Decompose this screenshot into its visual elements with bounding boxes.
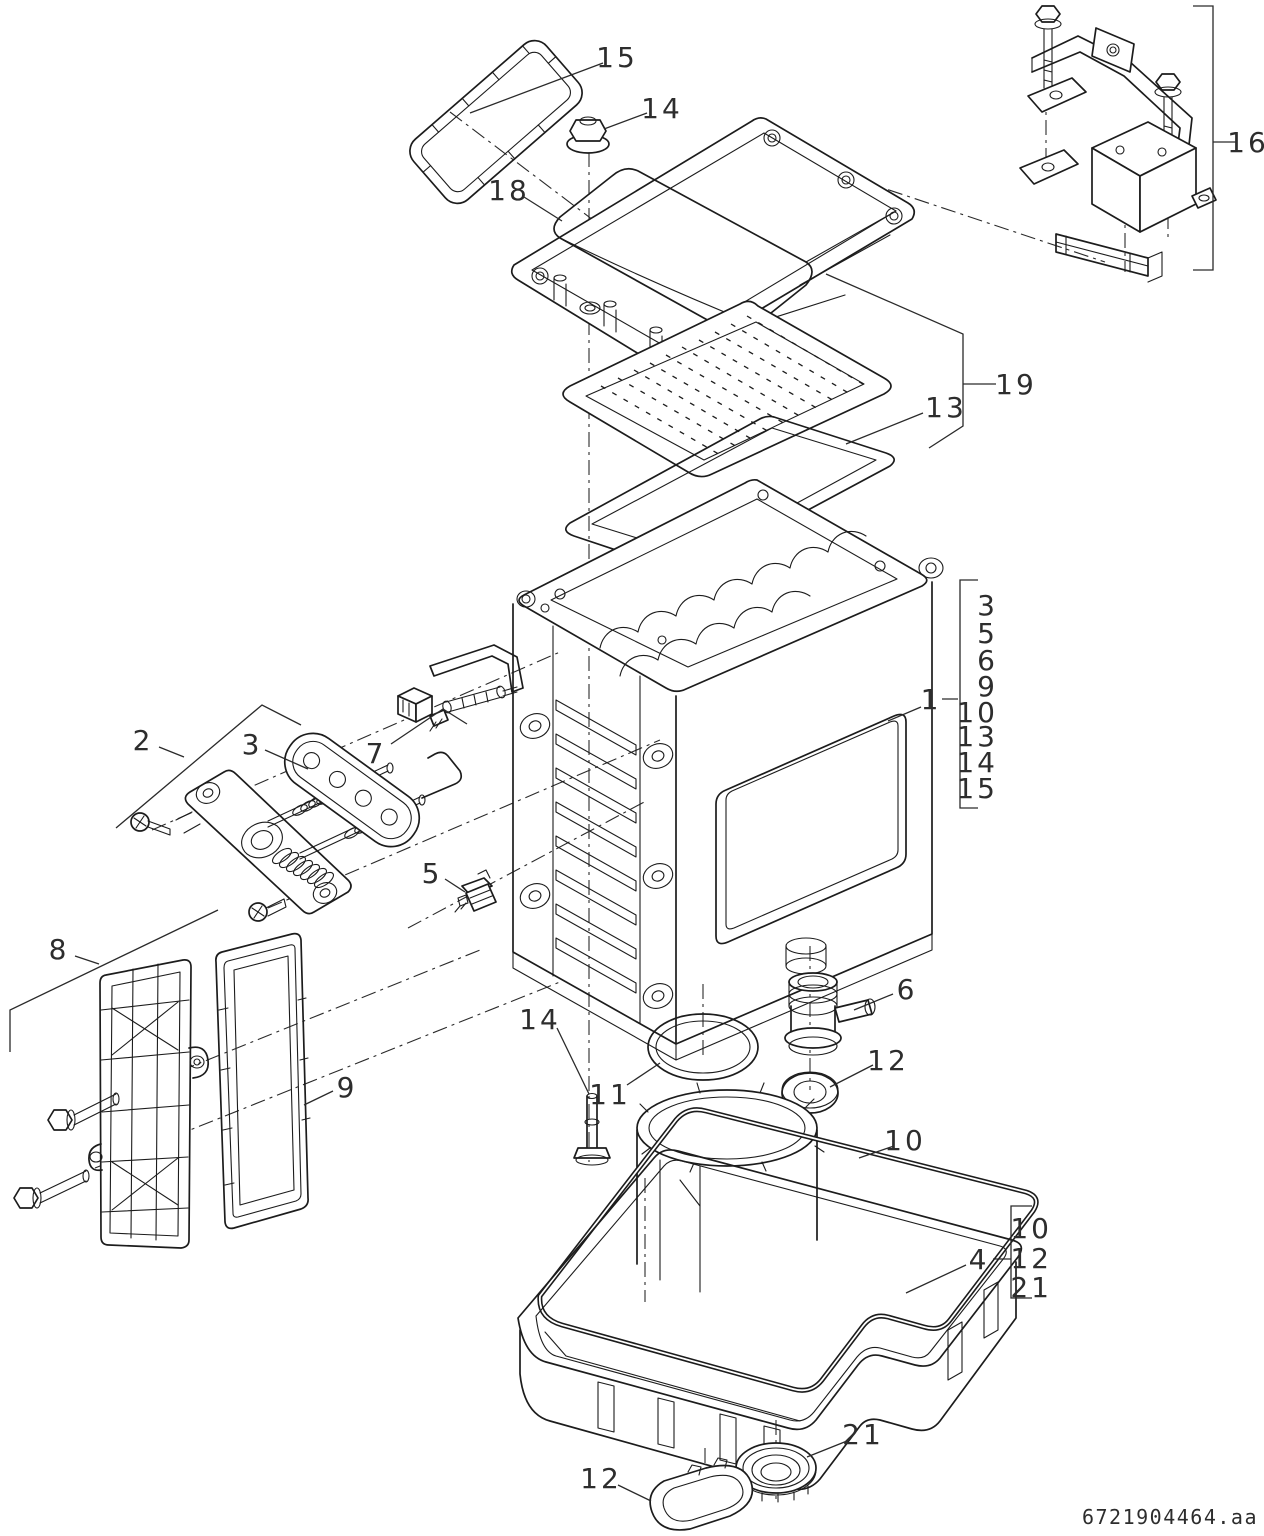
- part-6-pipe-fitting: [784, 972, 876, 1056]
- callout-10: 10: [884, 1124, 926, 1157]
- callout-12-mid: 12: [867, 1044, 909, 1077]
- callout-19: 19: [995, 368, 1037, 401]
- group1-item: 9: [977, 670, 998, 703]
- callout-2: 2: [133, 724, 154, 757]
- callout-4: 4: [969, 1243, 990, 1276]
- part-8-inspection-door: [13, 959, 210, 1249]
- part-14-stud: [573, 1092, 611, 1166]
- callout-6: 6: [897, 973, 918, 1006]
- document-id: 6721904464.aa: [1082, 1505, 1258, 1529]
- part-1-heat-cell-body: [512, 478, 944, 1061]
- group1-item: 10: [956, 696, 998, 729]
- callout-14-top: 14: [641, 92, 683, 125]
- callout-9: 9: [337, 1071, 358, 1104]
- group4-item: 21: [1010, 1271, 1052, 1304]
- callout-18: 18: [488, 174, 530, 207]
- part-4-condensate-tower: [636, 1082, 825, 1293]
- part-16-bracket-set: [1019, 5, 1217, 283]
- leader-lines: [9, 5, 1236, 1502]
- callout-labels: 15 14 18 16 19 13 1 3 5 6 9 10 13 14 15 …: [49, 41, 1264, 1495]
- part-19-burner-mesh: [562, 300, 892, 478]
- part-7-igniter-kit: [397, 644, 524, 732]
- group1-item: 15: [956, 772, 998, 805]
- callout-15: 15: [596, 41, 638, 74]
- callout-11: 11: [589, 1078, 631, 1111]
- callout-7: 7: [366, 737, 387, 770]
- group4-item: 12: [1010, 1242, 1052, 1275]
- callout-13: 13: [925, 391, 967, 424]
- callout-1: 1: [921, 683, 942, 716]
- group1-item: 6: [977, 644, 998, 677]
- part-4-condensate-pan: [517, 1149, 1023, 1491]
- callout-3: 3: [242, 728, 263, 761]
- part-9-door-gasket: [215, 932, 311, 1230]
- part-11-o-ring: [647, 1013, 759, 1081]
- part-12-trap-gasket: [649, 1457, 754, 1531]
- callout-14-mid: 14: [519, 1003, 561, 1036]
- group1-item: 14: [956, 746, 998, 779]
- callout-5: 5: [422, 857, 443, 890]
- part-5-sensor: [454, 869, 497, 913]
- part-3-electrode-gasket: [283, 732, 421, 848]
- group1-item: 13: [956, 720, 998, 753]
- group1-item: 3: [977, 589, 998, 622]
- group1-item: 5: [977, 617, 998, 650]
- callout-16: 16: [1227, 126, 1264, 159]
- group4-item: 10: [1010, 1212, 1052, 1245]
- callout-12-bottom: 12: [580, 1462, 622, 1495]
- part-21-grommet: [735, 1442, 817, 1503]
- callout-8: 8: [49, 933, 70, 966]
- callout-21: 21: [842, 1418, 884, 1451]
- part-10-pan-gasket: [537, 1107, 1039, 1393]
- part-15-top-gasket: [409, 39, 583, 205]
- part-14-flange-nut: [566, 116, 610, 154]
